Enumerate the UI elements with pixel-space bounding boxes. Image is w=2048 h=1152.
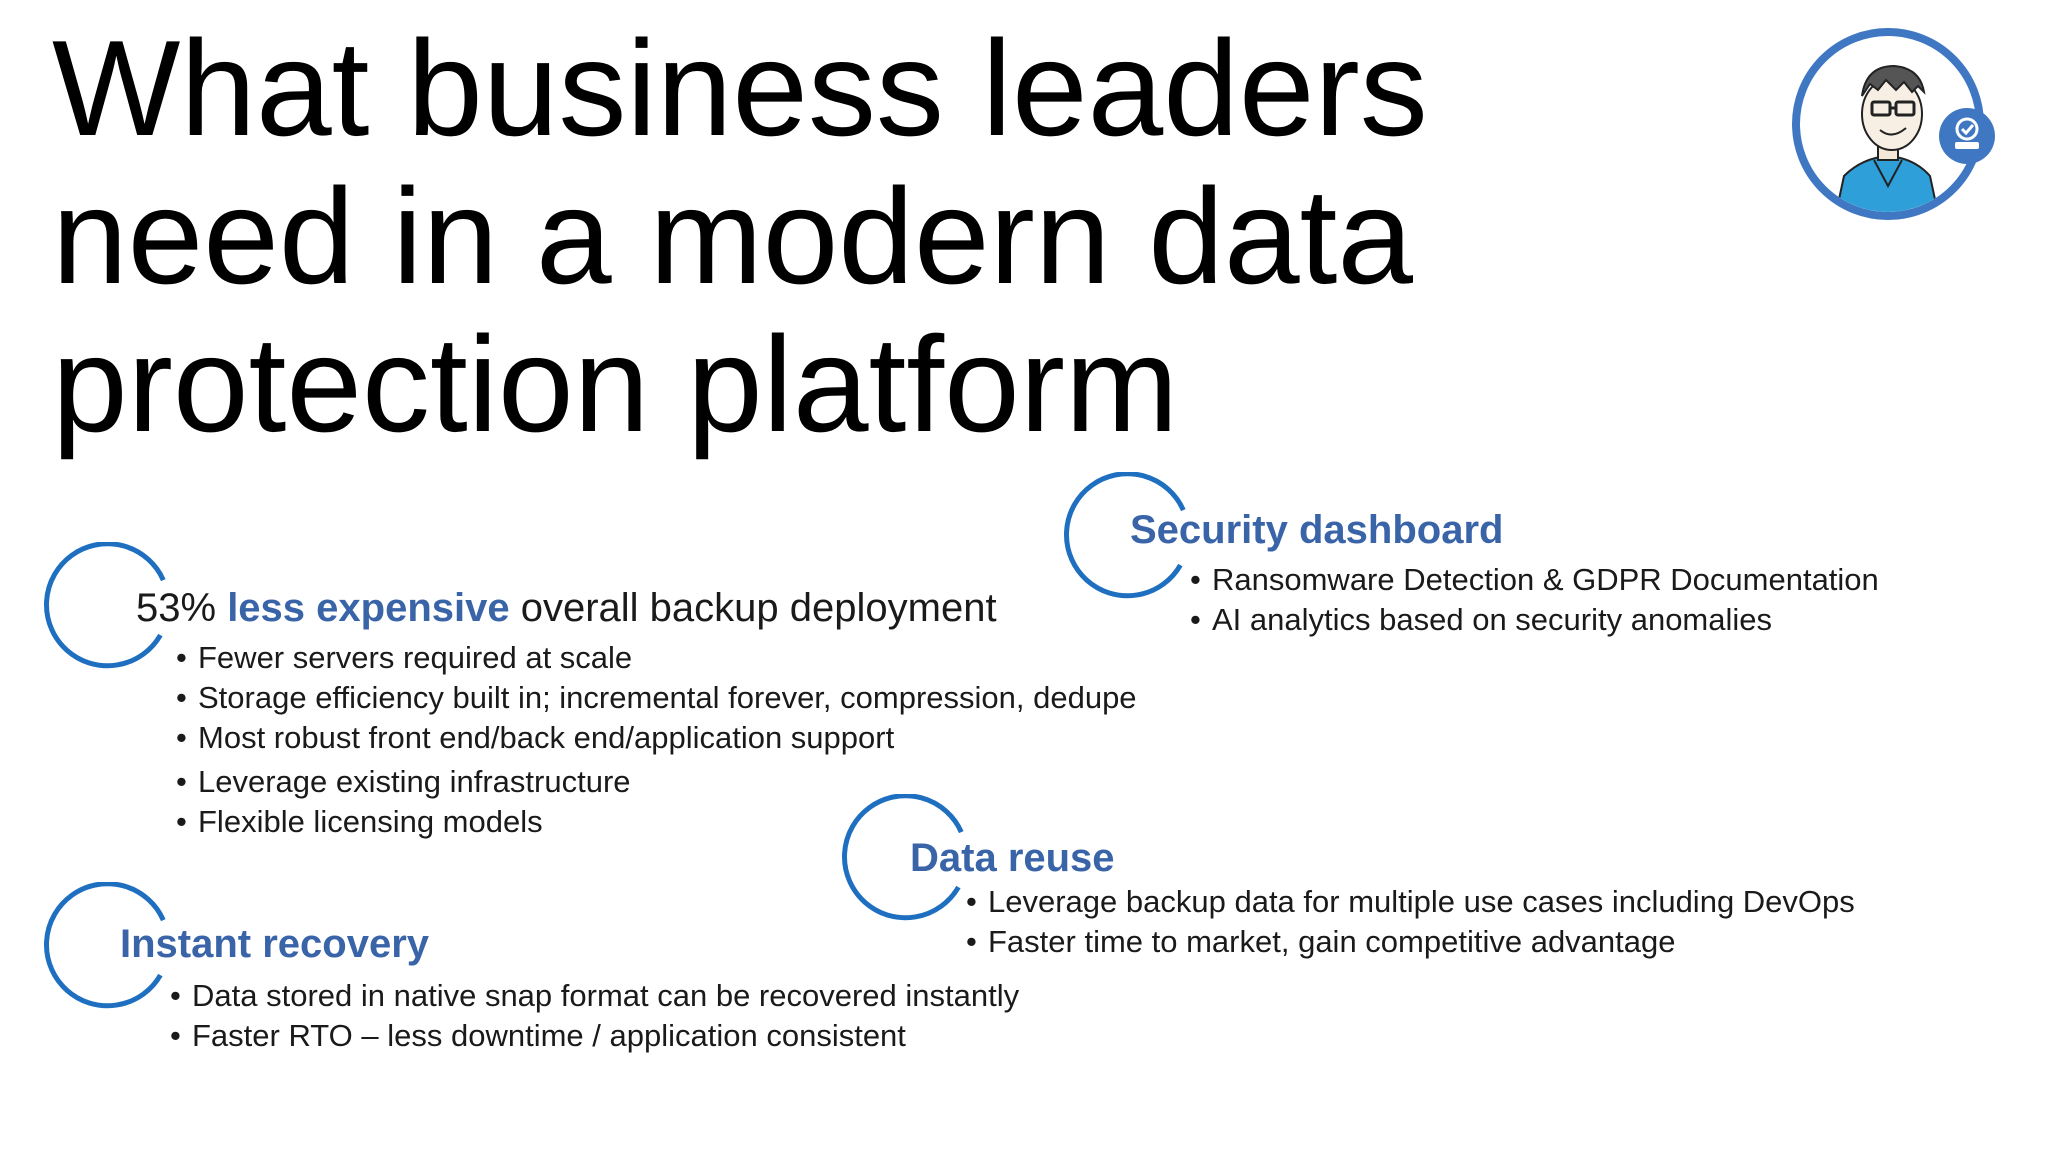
list-item: Data stored in native snap format can be…: [170, 976, 1019, 1016]
cost-percentage: 53%: [136, 586, 217, 630]
list-item: Leverage backup data for multiple use ca…: [966, 882, 1855, 922]
slide-title: What business leaders need in a modern d…: [52, 14, 1512, 458]
recovery-section-heading: Instant recovery: [120, 922, 430, 966]
list-item: Most robust front end/back end/applicati…: [176, 718, 1137, 758]
recovery-bullet-list: Data stored in native snap format can be…: [170, 976, 1019, 1056]
security-section-heading: Security dashboard: [1130, 508, 1504, 552]
list-item: Faster RTO – less downtime / application…: [170, 1016, 1019, 1056]
slide-title-line-3: protection platform: [52, 308, 1179, 460]
list-item: Faster time to market, gain competitive …: [966, 922, 1855, 962]
list-item: Storage efficiency built in; incremental…: [176, 678, 1137, 718]
cost-section-ring-icon: [43, 542, 166, 669]
security-bullet-list: Ransomware Detection & GDPR Documentatio…: [1190, 560, 1879, 640]
slide-title-line-2: need in a modern data: [52, 160, 1413, 312]
list-item: Ransomware Detection & GDPR Documentatio…: [1190, 560, 1879, 600]
verified-badge-icon: [1939, 108, 1995, 164]
reuse-section-ring-icon: [841, 794, 964, 921]
recovery-section-ring-icon: [43, 882, 166, 1009]
list-item: Flexible licensing models: [176, 802, 1137, 842]
cost-bullet-list: Fewer servers required at scale Storage …: [176, 638, 1137, 842]
security-section-ring-icon: [1063, 472, 1186, 599]
reuse-section-heading: Data reuse: [910, 836, 1115, 880]
cost-section-heading: 53% less expensive overall backup deploy…: [136, 586, 997, 631]
cost-emphasis: less expensive: [227, 586, 510, 630]
list-item: Leverage existing infrastructure: [176, 762, 1137, 802]
reuse-bullet-list: Leverage backup data for multiple use ca…: [966, 882, 1855, 962]
slide-title-line-1: What business leaders: [52, 12, 1428, 164]
cost-suffix: overall backup deployment: [520, 586, 997, 630]
list-item: AI analytics based on security anomalies: [1190, 600, 1879, 640]
list-item: Fewer servers required at scale: [176, 638, 1137, 678]
presenter-avatar-icon: [1792, 28, 1995, 220]
